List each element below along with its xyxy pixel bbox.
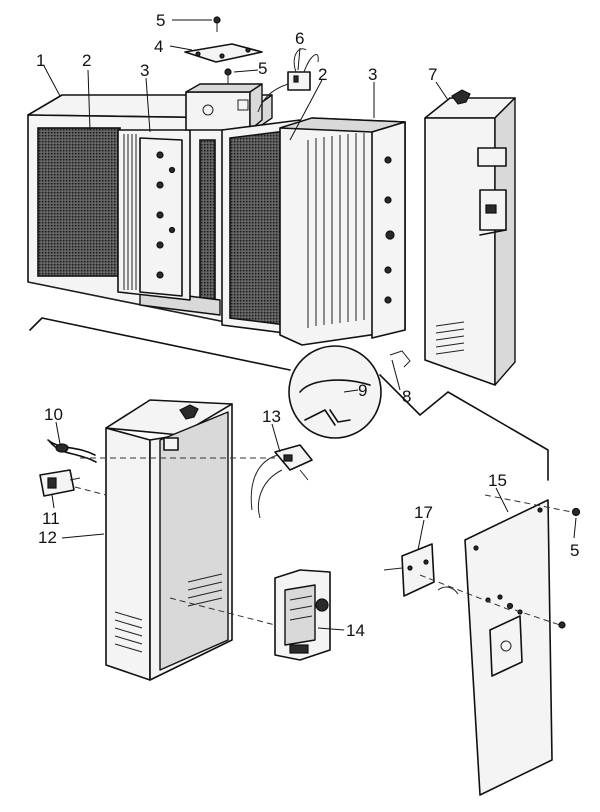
screw-top (213, 16, 221, 32)
high-voltage-connector (250, 444, 313, 519)
callout-11: 11 (42, 509, 60, 528)
panel-screw-right (571, 507, 581, 517)
callout-17: 17 (414, 503, 433, 522)
front-filter-screen (37, 127, 121, 277)
callout-8: 8 (402, 387, 411, 406)
callout-leaders (43, 19, 577, 631)
rear-access-panel (464, 499, 553, 796)
callout-15: 15 (488, 471, 507, 490)
callout-9: 9 (358, 381, 367, 400)
callout-14: 14 (346, 621, 365, 640)
callout-12: 12 (38, 528, 57, 547)
callout-3-right: 3 (368, 65, 377, 84)
callout-5-mid: 5 (258, 59, 267, 78)
callout-1: 1 (36, 51, 45, 70)
callout-5-panel: 5 (570, 541, 579, 560)
detail-magnifier (288, 345, 382, 439)
mounting-bracket (383, 543, 459, 597)
rear-filter-edge (199, 139, 216, 307)
detail-boundary-line (29, 317, 549, 481)
screw-mid (224, 68, 232, 84)
power-supply-housing (105, 399, 233, 681)
callout-2-left: 2 (82, 51, 91, 70)
power-module (274, 569, 331, 661)
junction-cover-plate (184, 43, 263, 63)
assembly-guide-lines (74, 457, 573, 626)
callout-5-top: 5 (156, 11, 165, 30)
callout-13: 13 (262, 407, 281, 426)
callout-3-left: 3 (140, 61, 149, 80)
junction-box (185, 83, 263, 131)
rocker-switch (39, 469, 81, 497)
callout-7: 7 (428, 65, 437, 84)
collector-cell-left (117, 129, 191, 301)
callout-6: 6 (295, 29, 304, 48)
wire-leads (47, 439, 97, 463)
wire-connector (257, 48, 319, 113)
callout-4: 4 (154, 37, 163, 56)
collector-cell-right (279, 117, 406, 346)
callout-2-right: 2 (318, 65, 327, 84)
panel-nut-right (558, 621, 566, 629)
callout-10: 10 (44, 405, 63, 424)
power-unit-cabinet (424, 89, 516, 386)
